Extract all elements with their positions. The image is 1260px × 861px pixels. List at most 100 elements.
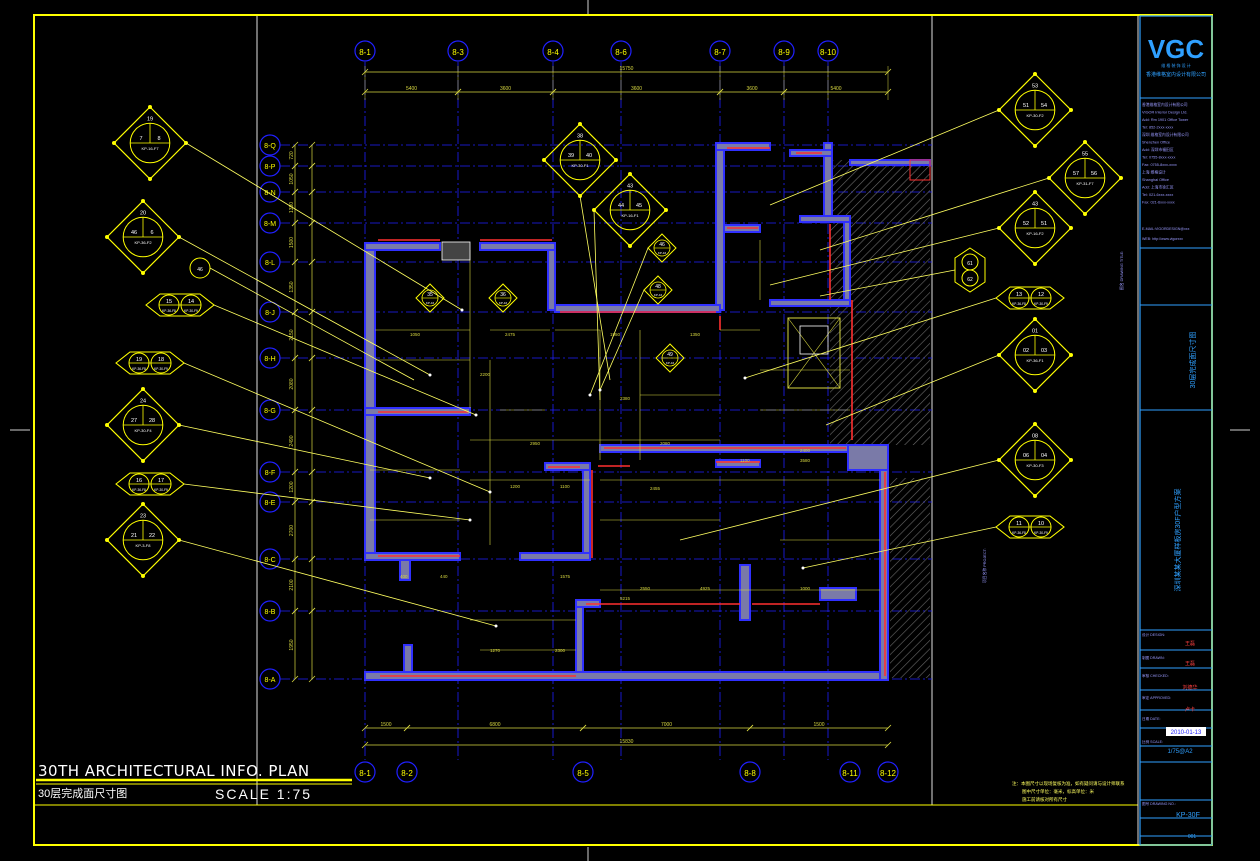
design-label: 设计 DESIGN: xyxy=(1142,632,1165,637)
dimension-tick xyxy=(361,741,369,749)
reference-sheet: KP-30-F9 xyxy=(154,488,168,492)
reference-arrow xyxy=(141,387,145,391)
leader-line xyxy=(213,304,477,416)
logo-subtitle: 香港维格室内设计有限公司 xyxy=(1146,71,1206,78)
drawing-title-en: 30TH ARCHITECTURAL INFO. PLAN xyxy=(38,762,310,780)
grid-bubble-label-top: 8-6 xyxy=(615,48,627,57)
company-info-line: 上海 维格设计 xyxy=(1142,170,1166,175)
grid-bubble xyxy=(259,212,281,234)
dimension-tick xyxy=(308,162,316,170)
reference-top-number: 43 xyxy=(627,184,633,190)
elevator-shaft xyxy=(799,325,829,355)
leader-dot xyxy=(801,566,805,570)
dimension-text: 1950 xyxy=(289,639,295,650)
leader-line xyxy=(178,424,431,479)
reference-number: 17 xyxy=(158,478,164,484)
leader-dot xyxy=(588,393,592,397)
company-info-line: Tel: 0755-8xxx-xxxx xyxy=(1142,156,1175,160)
reference-sheet: KP-16 xyxy=(426,301,435,305)
reference-sheet: KP-16 xyxy=(666,361,675,365)
interior-dimension-text: 5215 xyxy=(620,596,631,601)
reference-sheet: KP-30-F4 xyxy=(134,428,152,433)
reference-number: 03 xyxy=(1041,348,1047,354)
reference-arrow xyxy=(614,158,618,162)
wall xyxy=(364,242,376,561)
reference-number: 12 xyxy=(1038,292,1044,298)
dimension-text: 7000 xyxy=(661,722,672,728)
stair-core xyxy=(787,317,841,389)
wall xyxy=(847,444,889,471)
reference-top-number: 38 xyxy=(577,134,583,140)
wall xyxy=(849,159,931,166)
interior-dimension-text: 4925 xyxy=(700,586,711,591)
reference-number: 8 xyxy=(157,136,160,142)
company-info-line: Shenzhen Office xyxy=(1142,141,1170,145)
grid-bubble-label-left: 8-L xyxy=(265,260,275,267)
company-info-line: Fax: 021-6xxx-xxxx xyxy=(1142,201,1175,205)
leader-dot xyxy=(474,413,478,417)
date-box xyxy=(1166,727,1206,736)
company-info-line: Shanghai Office xyxy=(1142,178,1169,182)
dimension-text: 2100 xyxy=(289,579,295,590)
dimension-tick xyxy=(291,675,299,683)
dimension-tick xyxy=(361,724,369,732)
reference-arrow xyxy=(1033,144,1037,148)
reference-number: 51 xyxy=(1041,221,1047,227)
reference-arrow xyxy=(628,244,632,248)
reference-sheet: KP-36-F8 xyxy=(162,309,176,313)
leader-line xyxy=(579,195,611,381)
leader-line xyxy=(599,289,645,391)
grid-bubble xyxy=(610,40,632,62)
grid-bubble xyxy=(542,40,564,62)
interior-dimension-text: 1050 xyxy=(410,332,421,337)
grid-bubble-label-top: 8-10 xyxy=(820,48,837,57)
reference-sheet: KP-36-F8 xyxy=(1012,531,1026,535)
checked-label: 审核 CHECKED: xyxy=(1142,673,1169,678)
dimension-text: 2490 xyxy=(289,435,295,446)
reference-diamond xyxy=(643,275,673,305)
reference-arrow xyxy=(141,271,145,275)
interior-dimension-text: 440 xyxy=(440,574,448,579)
wall xyxy=(575,599,584,681)
leader-line xyxy=(819,269,956,297)
dimension-text: 6800 xyxy=(489,722,500,728)
scale-value: 1/75@A2 xyxy=(1167,749,1193,755)
reference-number: 56 xyxy=(1091,171,1097,177)
reference-sheet: KP-30-F2 xyxy=(1026,113,1044,118)
wall xyxy=(739,564,751,621)
dimension-tick xyxy=(579,724,587,732)
leader-line xyxy=(185,142,463,311)
dimension-tick xyxy=(308,468,316,476)
company-info-line: Fax: 0755-8xxx-xxxx xyxy=(1142,163,1177,167)
reference-number: 44 xyxy=(618,203,624,209)
reference-number: 02 xyxy=(1023,348,1029,354)
interior-dimension-text: 1270 xyxy=(490,648,501,653)
grid-bubble xyxy=(739,761,761,783)
leader-dot xyxy=(488,490,492,494)
interior-dimension-text: 1100 xyxy=(560,484,570,489)
reference-number: 45 xyxy=(636,203,642,209)
grid-bubble xyxy=(259,347,281,369)
reference-sheet: KP-36-F8 xyxy=(1012,302,1026,306)
sheet-frame xyxy=(33,14,1213,846)
dimension-tick xyxy=(291,498,299,506)
reference-diamond xyxy=(488,283,518,313)
reference-arrow xyxy=(112,141,116,145)
reference-sheet: KP-36-F8 xyxy=(132,488,146,492)
leader-dot xyxy=(598,388,602,392)
project-label: 项目名称 PROJECT: xyxy=(982,548,987,583)
reference-arrow xyxy=(105,423,109,427)
reference-arrow xyxy=(1033,422,1037,426)
reference-number: 52 xyxy=(1023,221,1029,227)
dimension-tick xyxy=(308,406,316,414)
reference-number: 51 xyxy=(1023,103,1029,109)
